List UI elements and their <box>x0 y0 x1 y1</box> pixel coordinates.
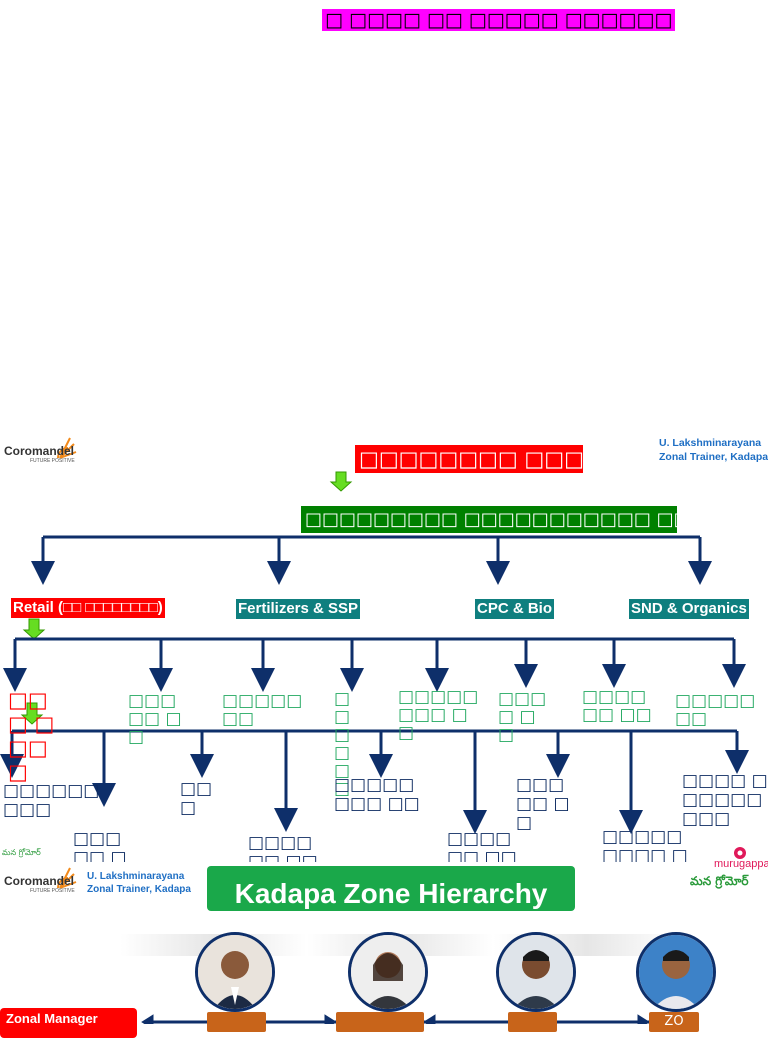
sub-item: □□□ <box>180 779 213 818</box>
murugappa-logo: murugappa <box>714 846 768 876</box>
category-item: □□ □□ □□ <box>334 689 351 799</box>
category-item: □□□□□□□□ □□ <box>398 687 479 743</box>
sub-item: □□□□ □□□□□□□□□ <box>682 771 768 829</box>
kadapa-connectors <box>141 1014 650 1024</box>
zonal-manager-box: Zonal Manager <box>0 1008 137 1038</box>
down-arrow-icon <box>20 702 44 725</box>
category-item: □□□□□ □□ <box>128 691 182 747</box>
trainer-role: Zonal Trainer, Kadapa <box>659 451 768 463</box>
category-item: □□□□□□ □□ <box>582 687 652 725</box>
category-item: □□□ □□□□ <box>8 688 55 784</box>
person-avatar-icon <box>351 935 425 1009</box>
sub-item: □□□□□ □□ <box>516 775 570 833</box>
person-avatar-icon <box>639 935 713 1009</box>
role-box <box>207 1012 266 1032</box>
page-title: □ □□□□ □□ □□□□□ □□□□□□ <box>322 9 676 31</box>
sub-item: □□□□□□□□ □□ <box>334 775 420 814</box>
down-arrow-icon <box>22 618 46 640</box>
person-photo <box>195 932 275 1012</box>
kadapa-title: Kadapa Zone Hierarchy <box>207 866 575 911</box>
person-photo <box>496 932 576 1012</box>
trainer-role: Zonal Trainer, Kadapa <box>87 884 191 895</box>
mana-gromor-logo: మన గ్రోమోర్ <box>690 874 749 888</box>
murugappa-flower-icon <box>734 847 746 859</box>
division-fertilizers: Fertilizers & SSP <box>236 599 361 619</box>
coromandel-tagline: FUTURE POSITIVE <box>30 888 75 894</box>
person-avatar-icon <box>198 935 272 1009</box>
role-box-zo: ZO <box>649 1012 699 1032</box>
coromandel-wordmark: Coromandel <box>4 874 75 888</box>
down-arrow-icon <box>329 471 353 492</box>
division-banner: □□□□□□□□□ □□□□□□□□□□□ □□□□□□□□ <box>301 506 768 533</box>
trainer-info: U. Lakshminarayana Zonal Trainer, Kadapa <box>87 870 191 896</box>
division-cpc-bio: CPC & Bio <box>475 599 554 619</box>
coromandel-tagline: FUTURE POSITIVE <box>30 458 75 464</box>
trainer-info: U. Lakshminarayana Zonal Trainer, Kadapa <box>659 436 768 464</box>
category-item: □□□□□□□ <box>222 691 303 729</box>
person-photo <box>636 932 716 1012</box>
sub-item: □□□□□□□□□ <box>3 781 100 820</box>
role-box <box>336 1012 424 1032</box>
trainer-name: U. Lakshminarayana <box>659 437 762 449</box>
person-photo <box>348 932 428 1012</box>
division-retail: Retail (□□ □□□□□□□□) <box>11 598 165 618</box>
category-item: □□□□ □□ <box>498 689 547 745</box>
person-avatar-icon <box>499 935 573 1009</box>
coromandel-sun-icon <box>57 437 77 459</box>
trainer-name: U. Lakshminarayana <box>87 871 185 882</box>
category-item: □□□□□□□ <box>675 691 756 729</box>
coromandel-wordmark: Coromandel <box>4 444 75 458</box>
division-snd-organics: SND & Organics <box>629 599 749 619</box>
coromandel-sun-icon <box>57 867 77 889</box>
role-box <box>508 1012 557 1032</box>
murugappa-wordmark: murugappa <box>714 858 768 870</box>
mana-gromor-logo: మన గ్రోమోర్ <box>2 848 41 857</box>
